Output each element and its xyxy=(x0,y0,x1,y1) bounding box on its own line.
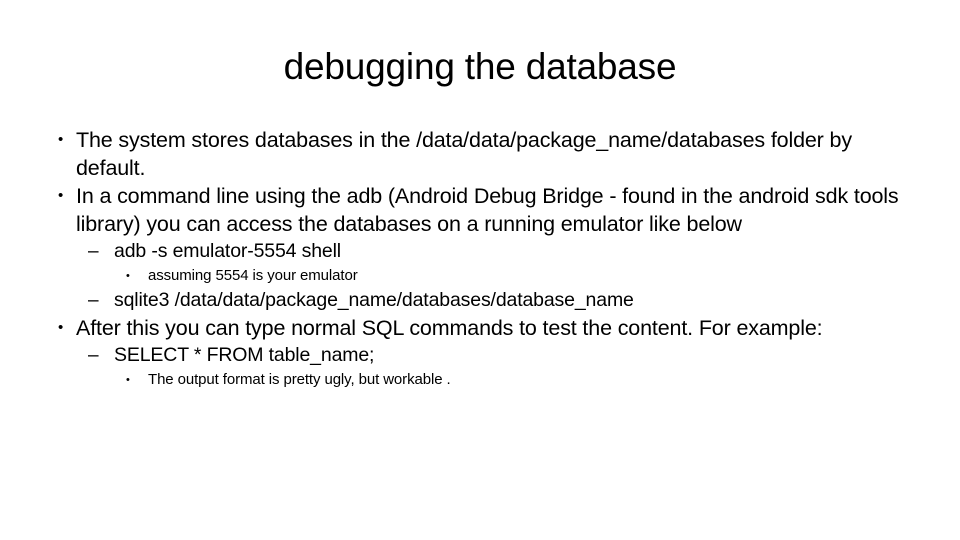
list-item-text: SELECT * FROM table_name; xyxy=(114,344,375,366)
bullet-marker-level1: • xyxy=(58,187,64,204)
bullet-marker-level1: • xyxy=(58,131,64,148)
list-item-text: In a command line using the adb (Android… xyxy=(76,184,899,236)
list-item-text: The system stores databases in the /data… xyxy=(76,128,852,180)
list-item-text: After this you can type normal SQL comma… xyxy=(76,316,823,340)
list-item: – SELECT * FROM table_name; xyxy=(88,342,912,369)
list-item: • assuming 5554 is your emulator xyxy=(126,265,912,287)
bullet-marker-level3: • xyxy=(126,270,130,282)
list-item-text: adb -s emulator-5554 shell xyxy=(114,240,341,262)
list-item: – adb -s emulator-5554 shell xyxy=(88,238,912,265)
list-item: • The output format is pretty ugly, but … xyxy=(126,369,912,391)
list-item: • After this you can type normal SQL com… xyxy=(48,314,912,342)
list-item: – sqlite3 /data/data/package_name/databa… xyxy=(88,287,912,314)
list-item-text: sqlite3 /data/data/package_name/database… xyxy=(114,289,634,311)
bullet-list: • The system stores databases in the /da… xyxy=(48,126,912,391)
list-item-text: assuming 5554 is your emulator xyxy=(148,267,358,284)
bullet-marker-level2: – xyxy=(88,241,99,262)
bullet-marker-level2: – xyxy=(88,345,99,366)
list-item: • The system stores databases in the /da… xyxy=(48,126,912,182)
page-title: debugging the database xyxy=(283,46,677,87)
list-item: • In a command line using the adb (Andro… xyxy=(48,182,912,238)
bullet-marker-level3: • xyxy=(126,374,130,386)
list-item-text: The output format is pretty ugly, but wo… xyxy=(148,371,451,388)
bullet-marker-level1: • xyxy=(58,319,64,336)
bullet-marker-level2: – xyxy=(88,290,99,311)
